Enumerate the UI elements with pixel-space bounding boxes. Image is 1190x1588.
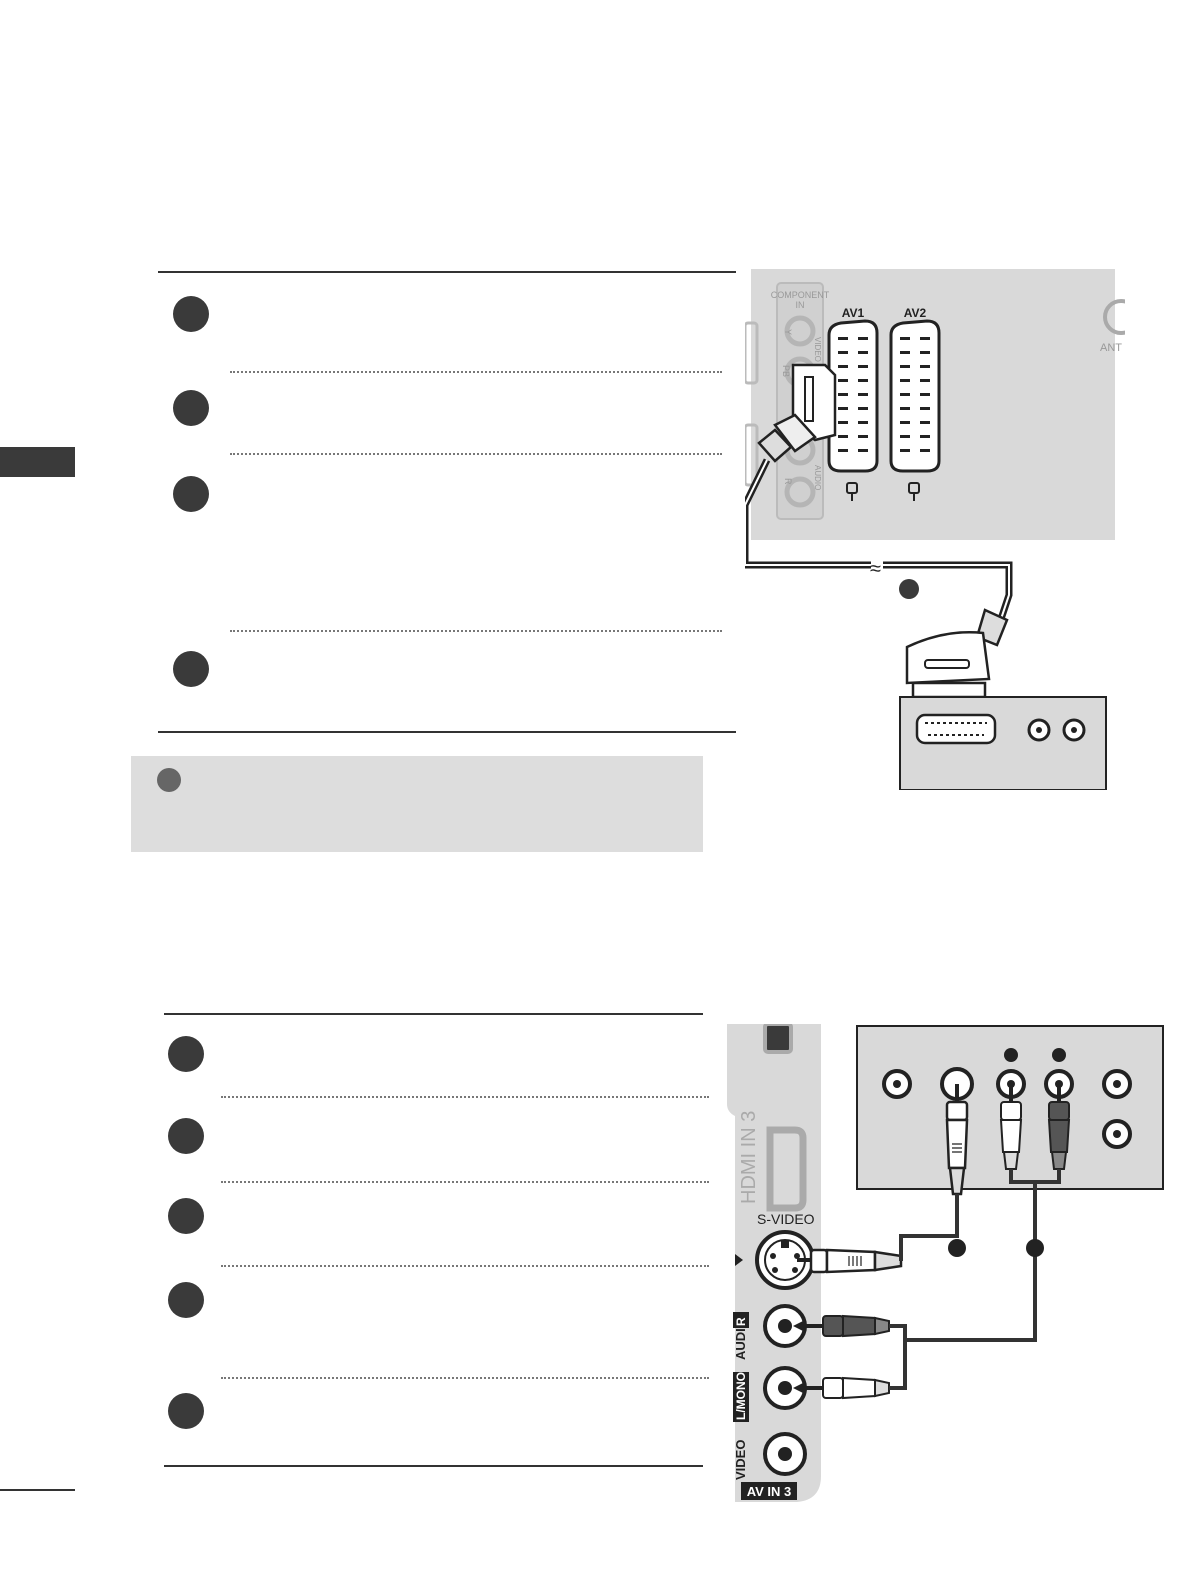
audio-l-plug [793, 1376, 890, 1400]
top-port-edge [763, 1024, 793, 1054]
footer-rule [0, 1489, 75, 1491]
audio-l-arrow-icon [793, 1382, 805, 1394]
note-marker [157, 768, 181, 792]
scart-plug-tv-side [757, 363, 837, 463]
hdmi-in-3-label: HDMI IN 3 [738, 1111, 760, 1204]
av2-label: AV2 [904, 306, 927, 320]
s-video-plug [797, 1248, 903, 1274]
s-video-arrow-icon [735, 1254, 743, 1266]
l-mono-label: L/MONO [734, 1372, 748, 1420]
av-in-3-badge [741, 1482, 797, 1500]
scart-connection-diagram: COMPONENT IN Y PB VIDEO AUDIO R ANT AV1 … [745, 269, 1125, 790]
audio-r-label: R [783, 478, 793, 485]
svideo-connection-diagram: HDMI IN 3 S-VIDEO AUDIO R L/MONO VIDEO A… [727, 1024, 1164, 1502]
av2-scart-pins [900, 337, 930, 452]
antenna-jack [1103, 299, 1125, 335]
audio-label: AUDIO [813, 465, 822, 490]
audio-r-plug [793, 1314, 890, 1338]
step-marker-1 [168, 1036, 204, 1072]
audio-r-label: R [734, 1317, 748, 1326]
hdmi-in-3-port [766, 1126, 807, 1212]
step-marker-3 [168, 1198, 204, 1234]
step-divider [230, 371, 722, 373]
av2-scart-symbol-icon [908, 482, 920, 501]
audio-r-jack [784, 476, 816, 508]
device-marker-2 [1052, 1048, 1066, 1062]
audio-cable-split [889, 1324, 907, 1390]
audio-cable-join [905, 1169, 1061, 1342]
step-marker-1 [173, 296, 209, 332]
step-divider [221, 1181, 709, 1183]
cable-step-marker [899, 579, 919, 599]
cable-break-gap [871, 555, 883, 575]
component-in-label: IN [796, 300, 805, 310]
s-video-label: S-VIDEO [757, 1211, 815, 1227]
section-tab [0, 447, 75, 477]
step-marker-2 [168, 1118, 204, 1154]
device-marker-1 [1004, 1048, 1018, 1062]
audio-label: AUDIO [733, 1318, 748, 1360]
device-s-video-plug [945, 1084, 969, 1196]
step-divider [230, 630, 722, 632]
bottom-section-rule-upper [164, 1013, 703, 1015]
note-box [131, 756, 703, 852]
video-label: VIDEO [813, 337, 822, 362]
component-pb-label: PB [781, 365, 791, 377]
step-divider [221, 1265, 709, 1267]
scart-plug-device-side [905, 608, 1009, 699]
bottom-section-rule-lower [164, 1465, 703, 1467]
step-marker-4 [173, 651, 209, 687]
step-divider [221, 1096, 709, 1098]
top-section-rule-upper [158, 271, 736, 273]
step-marker-2 [173, 390, 209, 426]
component-label: COMPONENT [771, 290, 830, 300]
step-marker-5 [168, 1393, 204, 1429]
device-scart-socket [915, 713, 997, 745]
device-audio-l-plug [1047, 1084, 1071, 1170]
av1-scart-symbol-icon [846, 482, 858, 501]
step-marker-4 [168, 1282, 204, 1318]
antenna-label: ANT [1100, 342, 1122, 354]
s-video-cable [899, 1194, 959, 1261]
audio-r-arrow-icon [793, 1320, 805, 1332]
step-divider [221, 1377, 709, 1379]
device-audio-r-plug [999, 1084, 1023, 1170]
av-in-3-label: AV IN 3 [747, 1484, 792, 1499]
av1-scart-socket [827, 319, 879, 473]
step-divider [230, 453, 722, 455]
video-label: VIDEO [733, 1440, 748, 1480]
cable-break-icon: ≈ [870, 558, 881, 580]
av1-label: AV1 [842, 306, 865, 320]
av1-scart-pins [838, 337, 868, 452]
step-marker-3 [173, 476, 209, 512]
component-y-label: Y [783, 329, 793, 335]
s-video-cable-marker [948, 1239, 966, 1257]
audio-cable-marker [1026, 1239, 1044, 1257]
hdmi-port-edge [745, 321, 759, 385]
component-y-jack [784, 315, 816, 347]
av2-scart-socket [889, 319, 941, 473]
top-section-rule-lower [158, 731, 736, 733]
